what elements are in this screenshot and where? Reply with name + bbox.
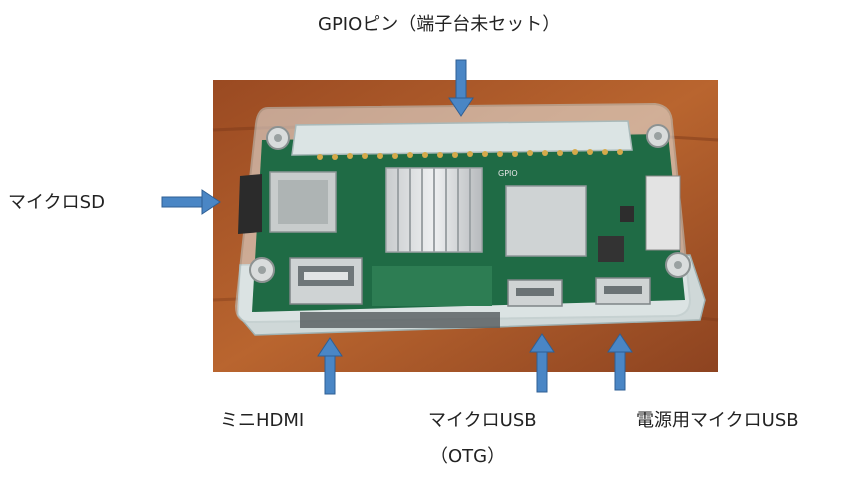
rf-shield — [505, 185, 587, 257]
arrow-microsd — [161, 189, 221, 215]
microsd-label: マイクロSD — [8, 192, 105, 213]
screw-bottom-left — [249, 257, 275, 283]
micro-usb-label: マイクロUSB — [428, 410, 537, 431]
power-usb-label: 電源用マイクロUSB — [636, 410, 799, 431]
camera-connector — [645, 175, 681, 251]
screw-top-left — [266, 126, 290, 150]
gpio-holes — [317, 149, 623, 160]
micro-usb-power-port — [595, 277, 651, 305]
board-gpio-marking: GPIO — [498, 169, 518, 178]
screw-top-right — [646, 124, 670, 148]
mini-hdmi-port — [289, 257, 363, 305]
microsd-card — [238, 174, 262, 234]
arrow-mini-hdmi — [317, 337, 343, 395]
screw-bottom-right — [665, 252, 691, 278]
arrow-power-usb — [607, 333, 633, 391]
ic-chip — [598, 236, 624, 262]
usb-area — [372, 266, 492, 306]
heatsink — [385, 167, 483, 253]
otg-label: （OTG） — [430, 446, 506, 467]
gpio-label: GPIOピン（端子台未セット） — [318, 14, 561, 35]
ic-chip-2 — [620, 206, 634, 222]
case-bottom — [300, 312, 500, 328]
micro-usb-otg-port — [507, 279, 563, 307]
arrow-micro-usb-otg — [529, 333, 555, 393]
mini-hdmi-label: ミニHDMI — [220, 410, 305, 431]
gpio-slot — [291, 120, 633, 156]
arrow-gpio — [448, 59, 474, 117]
